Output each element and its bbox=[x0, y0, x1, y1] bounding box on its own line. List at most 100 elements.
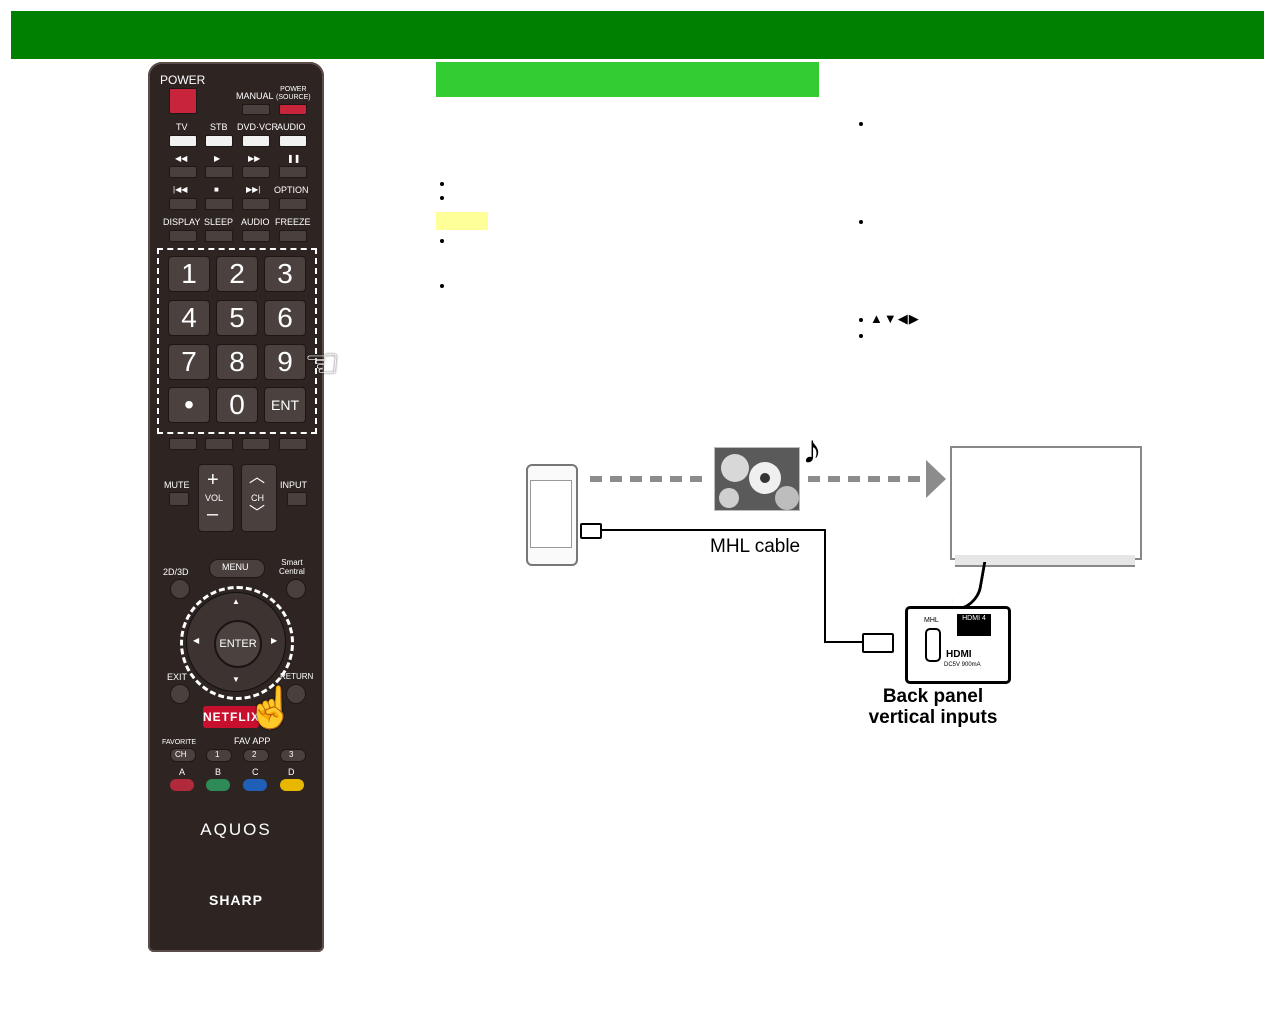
av-mode-button[interactable] bbox=[205, 438, 233, 450]
color-key-b[interactable] bbox=[206, 779, 230, 791]
channel-up-icon: ︿ bbox=[249, 469, 266, 486]
play-button[interactable] bbox=[205, 166, 233, 178]
color-key-b-label: B bbox=[215, 767, 222, 777]
mute-label: MUTE bbox=[164, 480, 190, 490]
music-note-icon: ♪ bbox=[802, 428, 822, 472]
enter-button[interactable]: ENTER bbox=[214, 620, 262, 668]
audio-button[interactable] bbox=[242, 230, 270, 242]
number-key-9[interactable]: 9 bbox=[264, 344, 306, 380]
color-key-c[interactable] bbox=[243, 779, 267, 791]
sharp-logo: SHARP bbox=[208, 892, 263, 908]
number-key-8[interactable]: 8 bbox=[216, 344, 258, 380]
number-key-4[interactable]: 4 bbox=[168, 300, 210, 336]
arrow-keys-glyphs: ▲▼◀▶ bbox=[870, 311, 920, 326]
play-icon: ▶ bbox=[214, 154, 221, 163]
input-button[interactable] bbox=[287, 492, 307, 506]
power-source-button[interactable] bbox=[279, 104, 307, 115]
skip-back-icon: |◀◀ bbox=[173, 185, 188, 194]
bullet bbox=[859, 334, 863, 338]
wireless-signal-line bbox=[590, 476, 708, 482]
channel-rocker[interactable] bbox=[241, 464, 277, 532]
return-button[interactable] bbox=[286, 684, 306, 704]
exit-label: EXIT bbox=[167, 672, 188, 682]
flashback-button[interactable] bbox=[279, 438, 307, 450]
option-button[interactable] bbox=[279, 198, 307, 210]
rewind-icon: ◀◀ bbox=[175, 154, 188, 163]
bullet bbox=[440, 239, 444, 243]
color-key-a[interactable] bbox=[170, 779, 194, 791]
menu-label: MENU bbox=[222, 562, 249, 572]
fav-app-1-button[interactable] bbox=[206, 749, 232, 762]
note-highlight bbox=[436, 212, 488, 230]
bullet bbox=[859, 220, 863, 224]
mhl-cable-line bbox=[824, 529, 826, 643]
number-key-5[interactable]: 5 bbox=[216, 300, 258, 336]
rewind-button[interactable] bbox=[169, 166, 197, 178]
power-button[interactable] bbox=[169, 88, 197, 114]
number-key-0[interactable]: 0 bbox=[216, 387, 258, 423]
fast-forward-icon: ▶▶ bbox=[248, 154, 261, 163]
number-key-6[interactable]: 6 bbox=[264, 300, 306, 336]
smart-central-button[interactable] bbox=[286, 579, 306, 599]
freeze-button[interactable] bbox=[279, 230, 307, 242]
arrow-right-icon bbox=[926, 460, 946, 498]
callout-line bbox=[950, 562, 987, 611]
hdmi-port-icon bbox=[925, 628, 941, 662]
view-mode-button[interactable] bbox=[242, 438, 270, 450]
manual-button[interactable] bbox=[242, 104, 270, 115]
wireless-signal-line bbox=[808, 476, 926, 482]
hdmi-4-tag: HDMI 4 bbox=[957, 614, 991, 636]
display-label: DISPLAY bbox=[163, 217, 201, 227]
color-key-d[interactable] bbox=[280, 779, 304, 791]
fav-app-2-button[interactable] bbox=[243, 749, 269, 762]
power-source-label: POWER (SOURCE) bbox=[276, 86, 311, 101]
aquos-logo: AQUOS bbox=[200, 820, 272, 839]
audio-source-button[interactable] bbox=[279, 135, 307, 147]
mhl-cable-line bbox=[824, 641, 864, 643]
number-key-1[interactable]: 1 bbox=[168, 256, 210, 292]
ent-key[interactable]: ENT bbox=[264, 387, 306, 423]
up-arrow-icon[interactable]: ▲ bbox=[232, 597, 240, 606]
favorite-ch-button[interactable] bbox=[170, 748, 196, 762]
number-key-2[interactable]: 2 bbox=[216, 256, 258, 292]
stop-button[interactable] bbox=[205, 198, 233, 210]
stb-button[interactable] bbox=[205, 135, 233, 147]
option-label: OPTION bbox=[274, 185, 309, 195]
channel-down-icon: ﹀ bbox=[249, 505, 266, 522]
dot-key[interactable]: • bbox=[168, 387, 210, 423]
pause-button[interactable] bbox=[279, 166, 307, 178]
fav-app-3-button[interactable] bbox=[280, 749, 306, 762]
fav-app-1-label: 1 bbox=[215, 750, 220, 759]
2d3d-label: 2D/3D bbox=[163, 567, 189, 577]
micro-usb-plug-icon bbox=[580, 523, 602, 539]
2d3d-button[interactable] bbox=[170, 579, 190, 599]
skip-back-button[interactable] bbox=[169, 198, 197, 210]
netflix-button[interactable]: NETFLIX bbox=[203, 706, 259, 728]
page-header-bar bbox=[11, 11, 1264, 59]
display-button[interactable] bbox=[169, 230, 197, 242]
right-arrow-icon[interactable]: ▶ bbox=[271, 636, 278, 645]
sleep-button[interactable] bbox=[205, 230, 233, 242]
pause-icon: ❚❚ bbox=[287, 154, 301, 163]
down-arrow-icon[interactable]: ▼ bbox=[232, 675, 240, 684]
cc-button[interactable] bbox=[169, 438, 197, 450]
fast-forward-button[interactable] bbox=[242, 166, 270, 178]
skip-forward-button[interactable] bbox=[242, 198, 270, 210]
audio-label: AUDIO bbox=[241, 217, 270, 227]
color-key-a-label: A bbox=[179, 767, 186, 777]
mute-button[interactable] bbox=[169, 492, 189, 506]
favorite-label: FAVORITE bbox=[162, 739, 197, 746]
number-key-3[interactable]: 3 bbox=[264, 256, 306, 292]
tv-button[interactable] bbox=[169, 135, 197, 147]
photo-thumbnail-icon bbox=[714, 447, 800, 511]
left-arrow-icon[interactable]: ◀ bbox=[193, 636, 200, 645]
exit-button[interactable] bbox=[170, 684, 190, 704]
bullet bbox=[440, 182, 444, 186]
dvd-vcr-button[interactable] bbox=[242, 135, 270, 147]
volume-rocker[interactable] bbox=[198, 464, 234, 532]
sleep-label: SLEEP bbox=[204, 217, 234, 227]
bullet bbox=[440, 196, 444, 200]
fav-app-3-label: 3 bbox=[289, 750, 294, 759]
number-key-7[interactable]: 7 bbox=[168, 344, 210, 380]
menu-button[interactable] bbox=[209, 559, 265, 578]
